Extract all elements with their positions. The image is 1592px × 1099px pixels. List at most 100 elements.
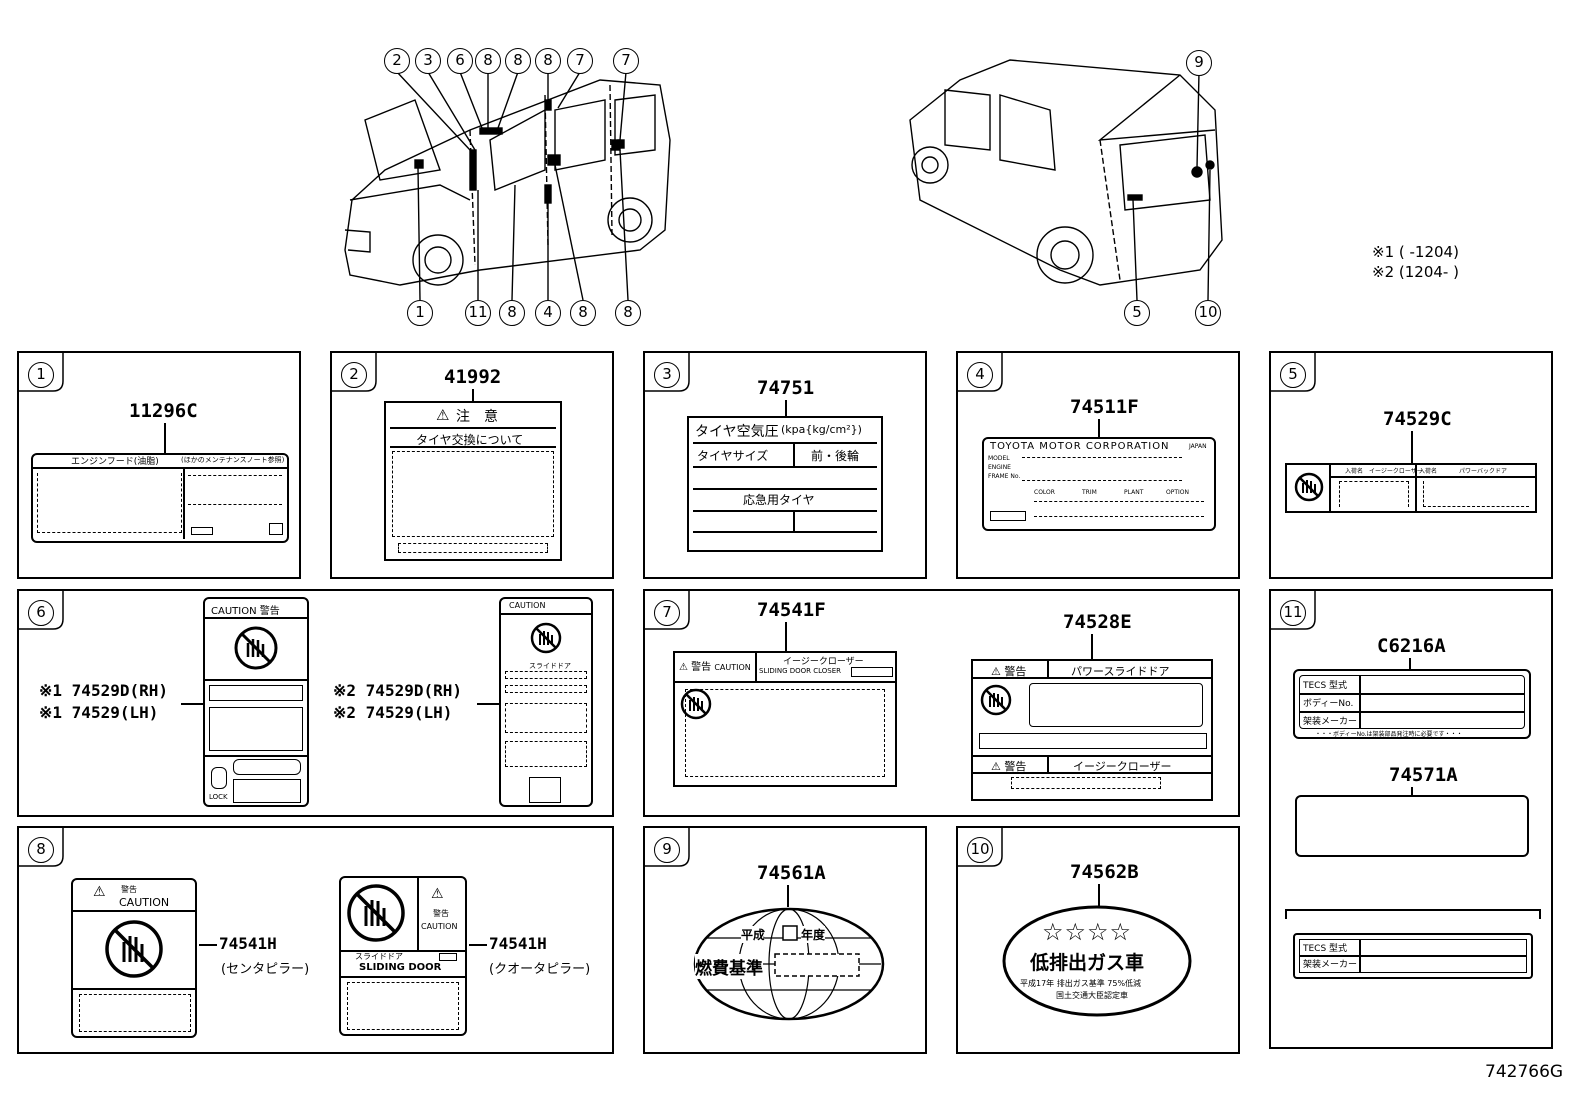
callout-2: 2 [384, 48, 410, 74]
no-hand-icon [347, 884, 405, 942]
caution-subtitle: タイヤ交換について [416, 433, 524, 447]
part-number-b: 74528E [1063, 611, 1132, 633]
vehicle-id-plate: TOYOTA MOTOR CORPORATION JAPAN MODEL ENG… [982, 437, 1216, 531]
part-number: 74511F [1070, 396, 1139, 418]
panel-8: 8 ⚠ 警告 CAUTION 74541H (センタピラー) ⚠ 警告 CAUT… [17, 826, 614, 1054]
engine-hood-label: エンジンフード(油脂) (ほかのメンテナンスノート参照) [31, 453, 289, 543]
panel-7: 7 74541F ⚠ 警告 CAUTION イージークローザー SLIDING … [643, 589, 1240, 817]
header-text: エンジンフード(油脂) [71, 457, 159, 467]
blank-label [1295, 795, 1529, 857]
tire-pressure-unit: (kpa{kg/cm²}) [781, 423, 862, 436]
note-2: ※2 (1204- ) [1372, 263, 1459, 281]
panel-number: 1 [28, 362, 54, 388]
part-number-rh-1: ※1 74529D(RH) [39, 681, 168, 700]
option-field: OPTION [1166, 489, 1189, 496]
warning-icon: ⚠ [436, 406, 450, 424]
part-number-lh-1: ※1 74529(LH) [39, 703, 159, 722]
trim-field: TRIM [1082, 489, 1097, 496]
low-emission-title: 低排出ガス車 [1030, 952, 1145, 974]
spare-tire-header: 応急用タイヤ [743, 493, 815, 507]
panel-6: 6 ※1 74529D(RH) ※1 74529(LH) CAUTION 警告 … [17, 589, 614, 817]
center-pillar-note: (センタピラー) [221, 962, 310, 977]
panel-9: 9 74561A 平成 年度 燃費基準 [643, 826, 927, 1054]
part-number: 74562B [1070, 861, 1139, 883]
back-door-label: 入荷名 イージークローザー 入荷名 パワーバックドア [1285, 463, 1537, 513]
panel-number: 5 [1280, 362, 1306, 388]
easy2-text: イージークローザー [1073, 760, 1172, 773]
part-number: 74561A [757, 862, 826, 884]
callout-6: 6 [447, 48, 473, 74]
maker-field: 架装メーカー [1303, 717, 1358, 727]
no-hand-icon [234, 626, 278, 670]
maker-name: TOYOTA MOTOR CORPORATION [990, 441, 1170, 452]
warn-jp: 警告 [121, 885, 137, 894]
part-number: 74529C [1383, 408, 1452, 430]
callout-3: 3 [415, 48, 441, 74]
col2: イージークローザー [1369, 468, 1423, 475]
body-number-label: TECS 型式 ボディーNo. 架装メーカー ・・・ボディーNo.は架装部品発注… [1293, 669, 1531, 739]
tire-size-header: タイヤサイズ [697, 449, 769, 463]
panel-tab [19, 353, 64, 392]
no-hand-icon [980, 684, 1012, 716]
sliding-door-text: SLIDING DOOR [359, 962, 442, 973]
callout-8c: 8 [535, 48, 561, 74]
model-field: MODEL [988, 455, 1010, 462]
body-no-field: ボディーNo. [1303, 699, 1354, 709]
callout-7a: 7 [567, 48, 593, 74]
sliding-closer-text: SLIDING DOOR CLOSER [759, 667, 842, 675]
part-number-a: 74541F [757, 599, 826, 621]
figure-code: 742766G [1485, 1062, 1564, 1082]
caution-text: CAUTION [509, 601, 546, 610]
callout-8a: 8 [475, 48, 501, 74]
panel-number: 7 [654, 600, 680, 626]
panel-number: 4 [967, 362, 993, 388]
part-number: 41992 [444, 366, 502, 388]
slide-text: スライドドア [355, 952, 403, 961]
callout-8d: 8 [499, 300, 525, 326]
panel-11: 11 C6216A TECS 型式 ボディーNo. 架装メーカー ・・・ボディー… [1269, 589, 1553, 1049]
panel-4: 4 74511F TOYOTA MOTOR CORPORATION JAPAN … [956, 351, 1240, 579]
power-slide-text: パワースライドドア [1071, 665, 1170, 678]
panel-3: 3 74751 タイヤ空気圧 (kpa{kg/cm²}) タイヤサイズ 前・後輪… [643, 351, 927, 579]
callout-11: 11 [465, 300, 491, 326]
col4: パワーバックドア [1459, 468, 1507, 475]
japan-text: JAPAN [1189, 443, 1207, 450]
panel-number: 3 [654, 362, 680, 388]
panel-number: 9 [654, 837, 680, 863]
part-number-rh-2: ※2 74529D(RH) [333, 681, 462, 700]
engine-field: ENGINE [988, 464, 1011, 471]
quarter-pillar-note: (クオータピラー) [489, 962, 591, 977]
easy-closer-text: イージークローザー [783, 657, 864, 667]
no-hand-icon [105, 920, 163, 978]
nendo-text: 年度 [801, 926, 826, 943]
callout-1: 1 [407, 300, 433, 326]
warn-jp: 警告 [433, 909, 449, 918]
center-pillar-label: ⚠ 警告 CAUTION [71, 878, 197, 1038]
callout-4: 4 [535, 300, 561, 326]
part-number-a: C6216A [1377, 635, 1446, 657]
plant-field: PLANT [1124, 489, 1144, 496]
maker2-field: 架装メーカー [1303, 960, 1358, 970]
rear-van-drawing [909, 59, 1223, 301]
col3: 入荷名 [1419, 468, 1438, 475]
warn-text: ⚠ 警告 CAUTION [679, 662, 751, 673]
kijun-text: 燃費基準 [695, 954, 763, 979]
part-number-b: 74571A [1389, 764, 1458, 786]
panel-number: 8 [28, 837, 54, 863]
front-rear-header: 前・後輪 [811, 449, 860, 463]
tire-change-caution-label: ⚠ 注 意 タイヤ交換について [384, 401, 562, 561]
tecs-field: TECS 型式 [1303, 681, 1348, 691]
caution-text: CAUTION [119, 896, 170, 909]
no-hand-icon [530, 622, 562, 654]
callout-5: 5 [1124, 300, 1150, 326]
callout-7b: 7 [613, 48, 639, 74]
tecs-label: TECS 型式 架装メーカー [1293, 933, 1533, 979]
panel-number: 6 [28, 600, 54, 626]
emission-line1: 平成17年 排出ガス基準 75%低減 [1020, 979, 1142, 988]
panel-number: 11 [1280, 600, 1306, 626]
panel-5: 5 74529C 入荷名 イージークローザー 入荷名 パワーバックドア [1269, 351, 1553, 579]
door-caution-label-1: CAUTION 警告 LOCK [203, 597, 309, 807]
panel-1: 1 11296C エンジンフード(油脂) (ほかのメンテナンスノート参照) [17, 351, 301, 579]
front-van-drawing [344, 71, 671, 301]
emission-line2: 国土交通大臣認定車 [1056, 991, 1128, 1000]
